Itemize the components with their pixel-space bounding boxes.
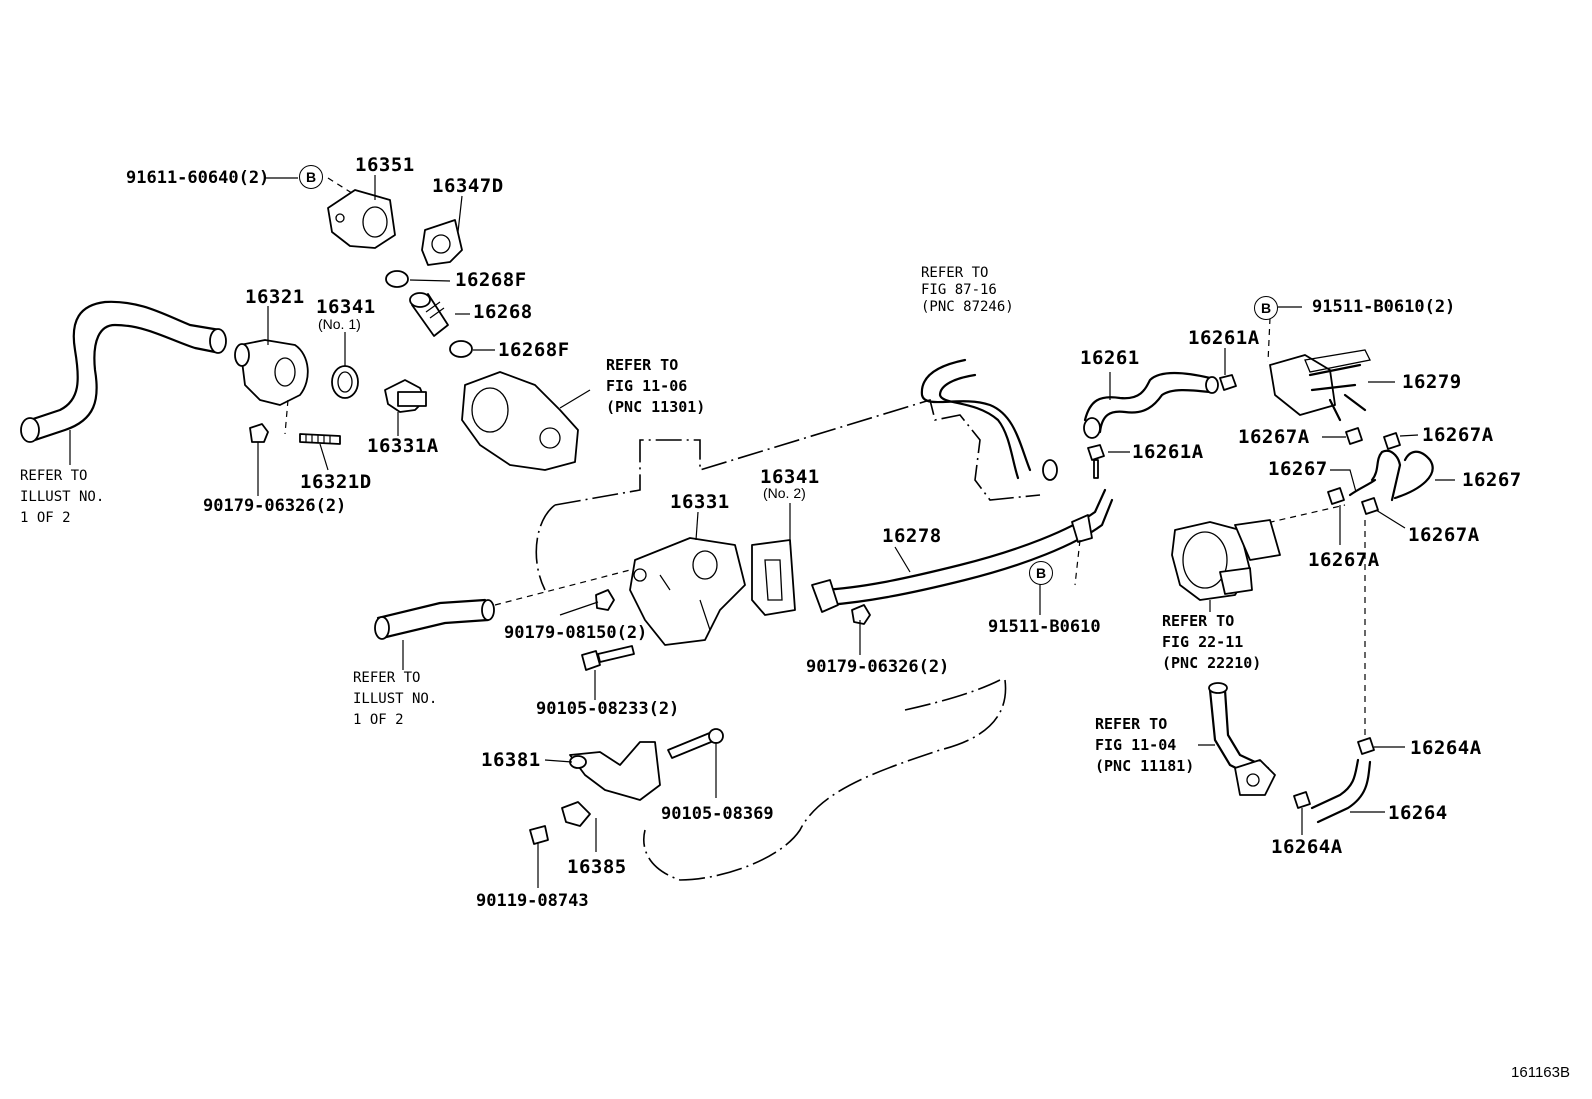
label-16385: 16385 — [567, 856, 627, 878]
radiator-hose-upper — [20, 300, 227, 443]
label-16267A-4: 16267A — [1308, 549, 1380, 571]
label-16264: 16264 — [1388, 802, 1448, 824]
ref-badge-b-1: B — [299, 165, 323, 189]
label-16341-no1: 16341 — [316, 296, 376, 318]
nut-90179-08150 — [595, 589, 615, 611]
clip-16267A-4 — [1361, 497, 1379, 515]
inlet-housing-16331 — [629, 537, 746, 646]
bracket-16381 — [569, 741, 661, 801]
label-16278: 16278 — [882, 525, 942, 547]
radiator-hose-lower — [374, 569, 631, 640]
o-ring-16268F-top — [385, 270, 409, 288]
ref-badge-b-3: B — [1029, 561, 1053, 585]
label-16321: 16321 — [245, 286, 305, 308]
pipe-fig-11-04 — [1208, 682, 1276, 796]
clip-16261A-top — [1219, 374, 1237, 391]
ref-fig-11-04: REFER TO FIG 11-04 (PNC 11181) — [1095, 715, 1195, 775]
engine-outline — [535, 398, 1041, 881]
ref-fig-22-11: REFER TO FIG 22-11 (PNC 22210) — [1162, 612, 1262, 672]
bolt-90105-08233 — [581, 645, 635, 671]
hose-fig-87-16 — [920, 358, 1058, 481]
label-16351: 16351 — [355, 154, 415, 176]
ref-fig-87-16: REFER TO FIG 87-16 (PNC 87246) — [921, 265, 1014, 315]
valve-16279 — [1269, 349, 1371, 422]
ref-illust-top: REFER TO ILLUST NO. 1 OF 2 — [20, 468, 105, 526]
label-90179-06326-right: 90179-06326(2) — [806, 657, 950, 677]
label-16347D: 16347D — [432, 175, 504, 197]
pipe-16268 — [409, 292, 449, 337]
label-16267A-3: 16267A — [1408, 524, 1480, 546]
label-91511-B0610-2: 91511-B0610(2) — [1312, 297, 1456, 317]
clip-16264A-bottom — [1293, 791, 1311, 809]
housing-fig-11-06 — [461, 371, 591, 471]
clip-16267A-1 — [1345, 427, 1363, 445]
bolt-90119-08743 — [529, 825, 549, 845]
clamp-16385 — [561, 801, 591, 827]
label-16267A-2: 16267A — [1422, 424, 1494, 446]
label-16268: 16268 — [473, 301, 533, 323]
gasket-16347D — [421, 219, 463, 266]
label-90179-08150: 90179-08150(2) — [504, 623, 648, 643]
water-inlet-16321 — [234, 339, 309, 406]
clip-16264A-top — [1357, 737, 1375, 755]
label-16279: 16279 — [1402, 371, 1462, 393]
nut-90179-06326-right — [851, 604, 871, 625]
label-16261A-top: 16261A — [1188, 327, 1260, 349]
dash-91611 — [327, 177, 356, 196]
gasket-16341-no2 — [751, 539, 796, 616]
label-90119-08743: 90119-08743 — [476, 891, 589, 911]
clip-16261A-mid — [1087, 444, 1105, 461]
label-16331A: 16331A — [367, 435, 439, 457]
label-16267-right: 16267 — [1462, 469, 1522, 491]
label-16268F-top: 16268F — [455, 269, 527, 291]
diagram-code: 161163B — [1511, 1064, 1570, 1081]
label-91511-B0610: 91511-B0610 — [988, 617, 1101, 637]
label-16264A-top: 16264A — [1410, 737, 1482, 759]
label-no1: (No. 1) — [318, 316, 361, 332]
water-outlet-16351 — [327, 189, 396, 249]
label-16264A-bottom: 16264A — [1271, 836, 1343, 858]
label-no2: (No. 2) — [763, 485, 806, 501]
nut-90179-left — [249, 423, 269, 443]
gasket-16341-no1 — [331, 365, 359, 399]
hose-16264 — [1310, 758, 1372, 824]
label-16267A-1: 16267A — [1238, 426, 1310, 448]
label-16267-left: 16267 — [1268, 458, 1328, 480]
hose-16267 — [1348, 449, 1434, 502]
label-16341-no2: 16341 — [760, 466, 820, 488]
label-16261A-mid: 16261A — [1132, 441, 1204, 463]
bypass-pipe-16278 — [811, 488, 1114, 613]
clip-16267A-2 — [1383, 432, 1401, 450]
throttle-body-fig-22-11 — [1171, 519, 1281, 601]
label-91611-60640: 91611-60640(2) — [126, 168, 270, 188]
ref-illust-bottom: REFER TO ILLUST NO. 1 OF 2 — [353, 670, 438, 728]
sensor-16331A — [384, 379, 427, 413]
label-16268F-bottom: 16268F — [498, 339, 570, 361]
hose-16261 — [1083, 371, 1219, 439]
label-90179-06326-left: 90179-06326(2) — [203, 496, 347, 516]
label-16321D: 16321D — [300, 471, 372, 493]
ref-fig-11-06: REFER TO FIG 11-06 (PNC 11301) — [606, 356, 706, 416]
label-90105-08233: 90105-08233(2) — [536, 699, 680, 719]
label-16331: 16331 — [670, 491, 730, 513]
label-16381: 16381 — [481, 749, 541, 771]
leader-lines — [69, 175, 1455, 888]
label-90105-08369: 90105-08369 — [661, 804, 774, 824]
ref-badge-b-2: B — [1254, 296, 1278, 320]
o-ring-16268F-bottom — [449, 340, 473, 358]
clip-16267A-3 — [1327, 487, 1345, 505]
label-16261: 16261 — [1080, 347, 1140, 369]
